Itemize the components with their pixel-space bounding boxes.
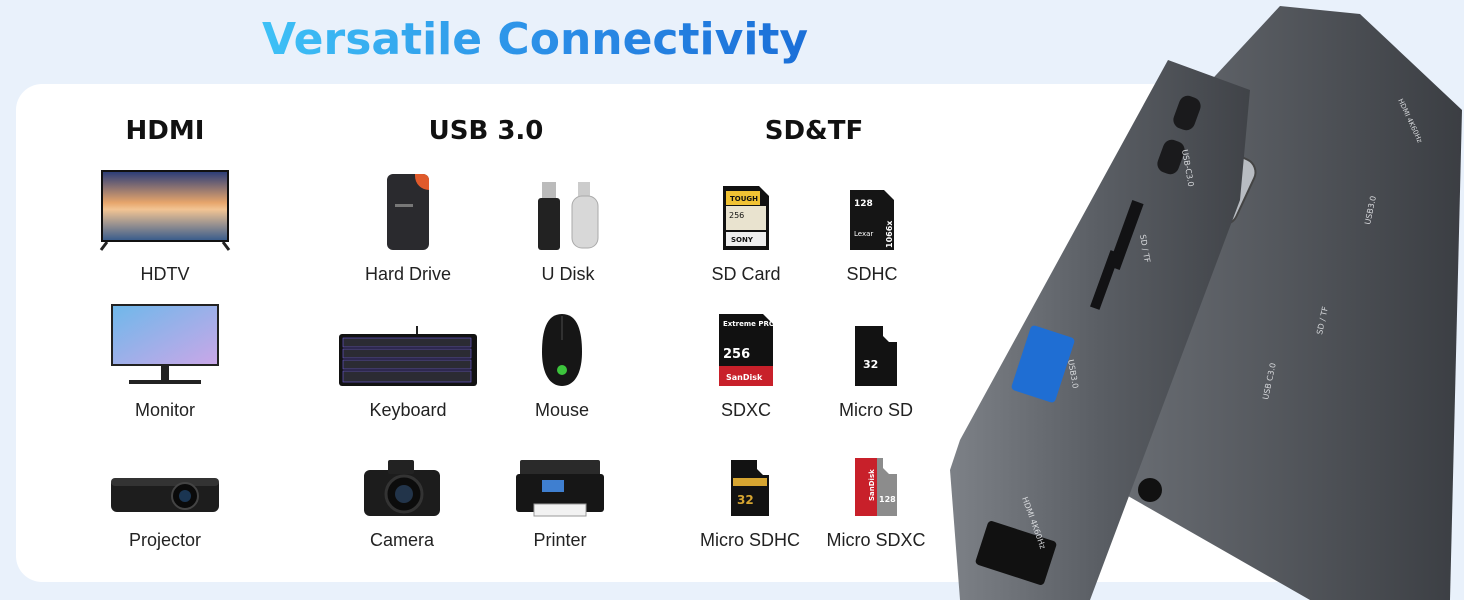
mouse-item: Mouse xyxy=(472,302,652,421)
sd-slot xyxy=(1108,200,1144,270)
monitor-item: Monitor xyxy=(75,302,255,421)
hdmi-heading: HDMI xyxy=(125,116,205,146)
mouse-label: Mouse xyxy=(534,400,590,420)
sdhc-item: 128 Lexar 1066x SDHC xyxy=(782,166,962,285)
u-disk-item: U Disk xyxy=(478,166,658,285)
microsdhc-cap-text: 32 xyxy=(737,493,754,507)
usb-drive-icon xyxy=(538,182,599,250)
sdxc-item: Extreme PRO 256 SanDisk SDXC xyxy=(656,302,836,421)
usb-c-port-2 xyxy=(1157,139,1185,175)
sony-cap-text: 256 xyxy=(729,211,744,220)
mouse-icon xyxy=(542,314,582,386)
sd-card-item: TOUGH 256 SONY SD Card xyxy=(656,166,836,285)
keyboard-icon xyxy=(339,326,477,386)
micro-sdhc-icon: 32 xyxy=(731,460,769,516)
micro-sd-label: Micro SD xyxy=(838,400,913,420)
keyboard-item: Keyboard xyxy=(318,302,498,421)
lexar-maker-text: Lexar xyxy=(854,230,873,238)
audio-jack xyxy=(1138,478,1162,502)
monitor-label: Monitor xyxy=(134,400,196,420)
sandisk-maker-text: SanDisk xyxy=(726,373,763,382)
usb-c-hub-illustration: USB-C3.0 SD / TF USB3.0 HDMI 4K60Hz USB … xyxy=(950,0,1464,600)
microsdxc-maker-text: SanDisk xyxy=(868,469,876,501)
sd-card-label: SD Card xyxy=(711,264,781,284)
sdhc-label: SDHC xyxy=(846,264,898,284)
camera-label: Camera xyxy=(369,530,435,550)
micro-sd-icon: 32 xyxy=(855,326,897,386)
lexar-cap-text: 128 xyxy=(854,199,873,209)
usb-heading: USB 3.0 xyxy=(428,116,544,146)
hdtv-item: HDTV xyxy=(75,166,255,285)
page-title: Versatile Connectivity xyxy=(262,14,809,65)
microsd-cap-text: 32 xyxy=(863,358,878,371)
tf-slot xyxy=(1090,250,1120,310)
micro-sdxc-icon: SanDisk 128 xyxy=(855,458,897,516)
usb-a-port xyxy=(1011,325,1075,403)
sd-card-icon: TOUGH 256 SONY xyxy=(723,186,769,250)
hdmi-port xyxy=(975,521,1057,585)
lexar-speed-text: 1066x xyxy=(885,220,894,248)
tv-icon xyxy=(99,170,231,251)
projector-item: Projector xyxy=(75,432,255,551)
printer-item: Printer xyxy=(470,432,650,551)
sdxc-card-icon: Extreme PRO 256 SanDisk xyxy=(719,314,775,386)
sandisk-cap-text: 256 xyxy=(723,347,750,362)
hard-drive-item: Hard Drive xyxy=(318,166,498,285)
sony-maker-text: SONY xyxy=(731,236,754,244)
hard-drive-label: Hard Drive xyxy=(364,264,452,284)
monitor-icon xyxy=(111,304,219,384)
sdxc-label: SDXC xyxy=(720,400,771,420)
hdtv-label: HDTV xyxy=(140,264,190,284)
keyboard-label: Keyboard xyxy=(369,400,447,420)
sdhc-card-icon: 128 Lexar 1066x xyxy=(850,190,894,250)
projector-icon xyxy=(111,478,219,512)
printer-label: Printer xyxy=(533,530,587,550)
camera-item: Camera xyxy=(312,432,492,551)
usb-c-port-1 xyxy=(1173,95,1201,131)
micro-sdxc-item: SanDisk 128 Micro SDXC xyxy=(786,432,966,551)
projector-label: Projector xyxy=(128,530,202,550)
hub-front-body xyxy=(950,60,1250,600)
micro-sdhc-item: 32 Micro SDHC xyxy=(660,432,840,551)
printer-icon xyxy=(516,460,604,517)
micro-sdxc-label: Micro SDXC xyxy=(826,530,926,550)
u-disk-label: U Disk xyxy=(541,264,595,284)
hard-drive-icon xyxy=(387,174,429,250)
sony-brand-text: TOUGH xyxy=(730,195,758,203)
micro-sdhc-label: Micro SDHC xyxy=(699,530,800,550)
sandisk-line-text: Extreme PRO xyxy=(723,320,775,328)
sdtf-heading: SD&TF xyxy=(764,116,864,146)
micro-sd-item: 32 Micro SD xyxy=(786,302,966,421)
microsdxc-cap-text: 128 xyxy=(879,495,896,504)
camera-icon xyxy=(364,460,440,516)
